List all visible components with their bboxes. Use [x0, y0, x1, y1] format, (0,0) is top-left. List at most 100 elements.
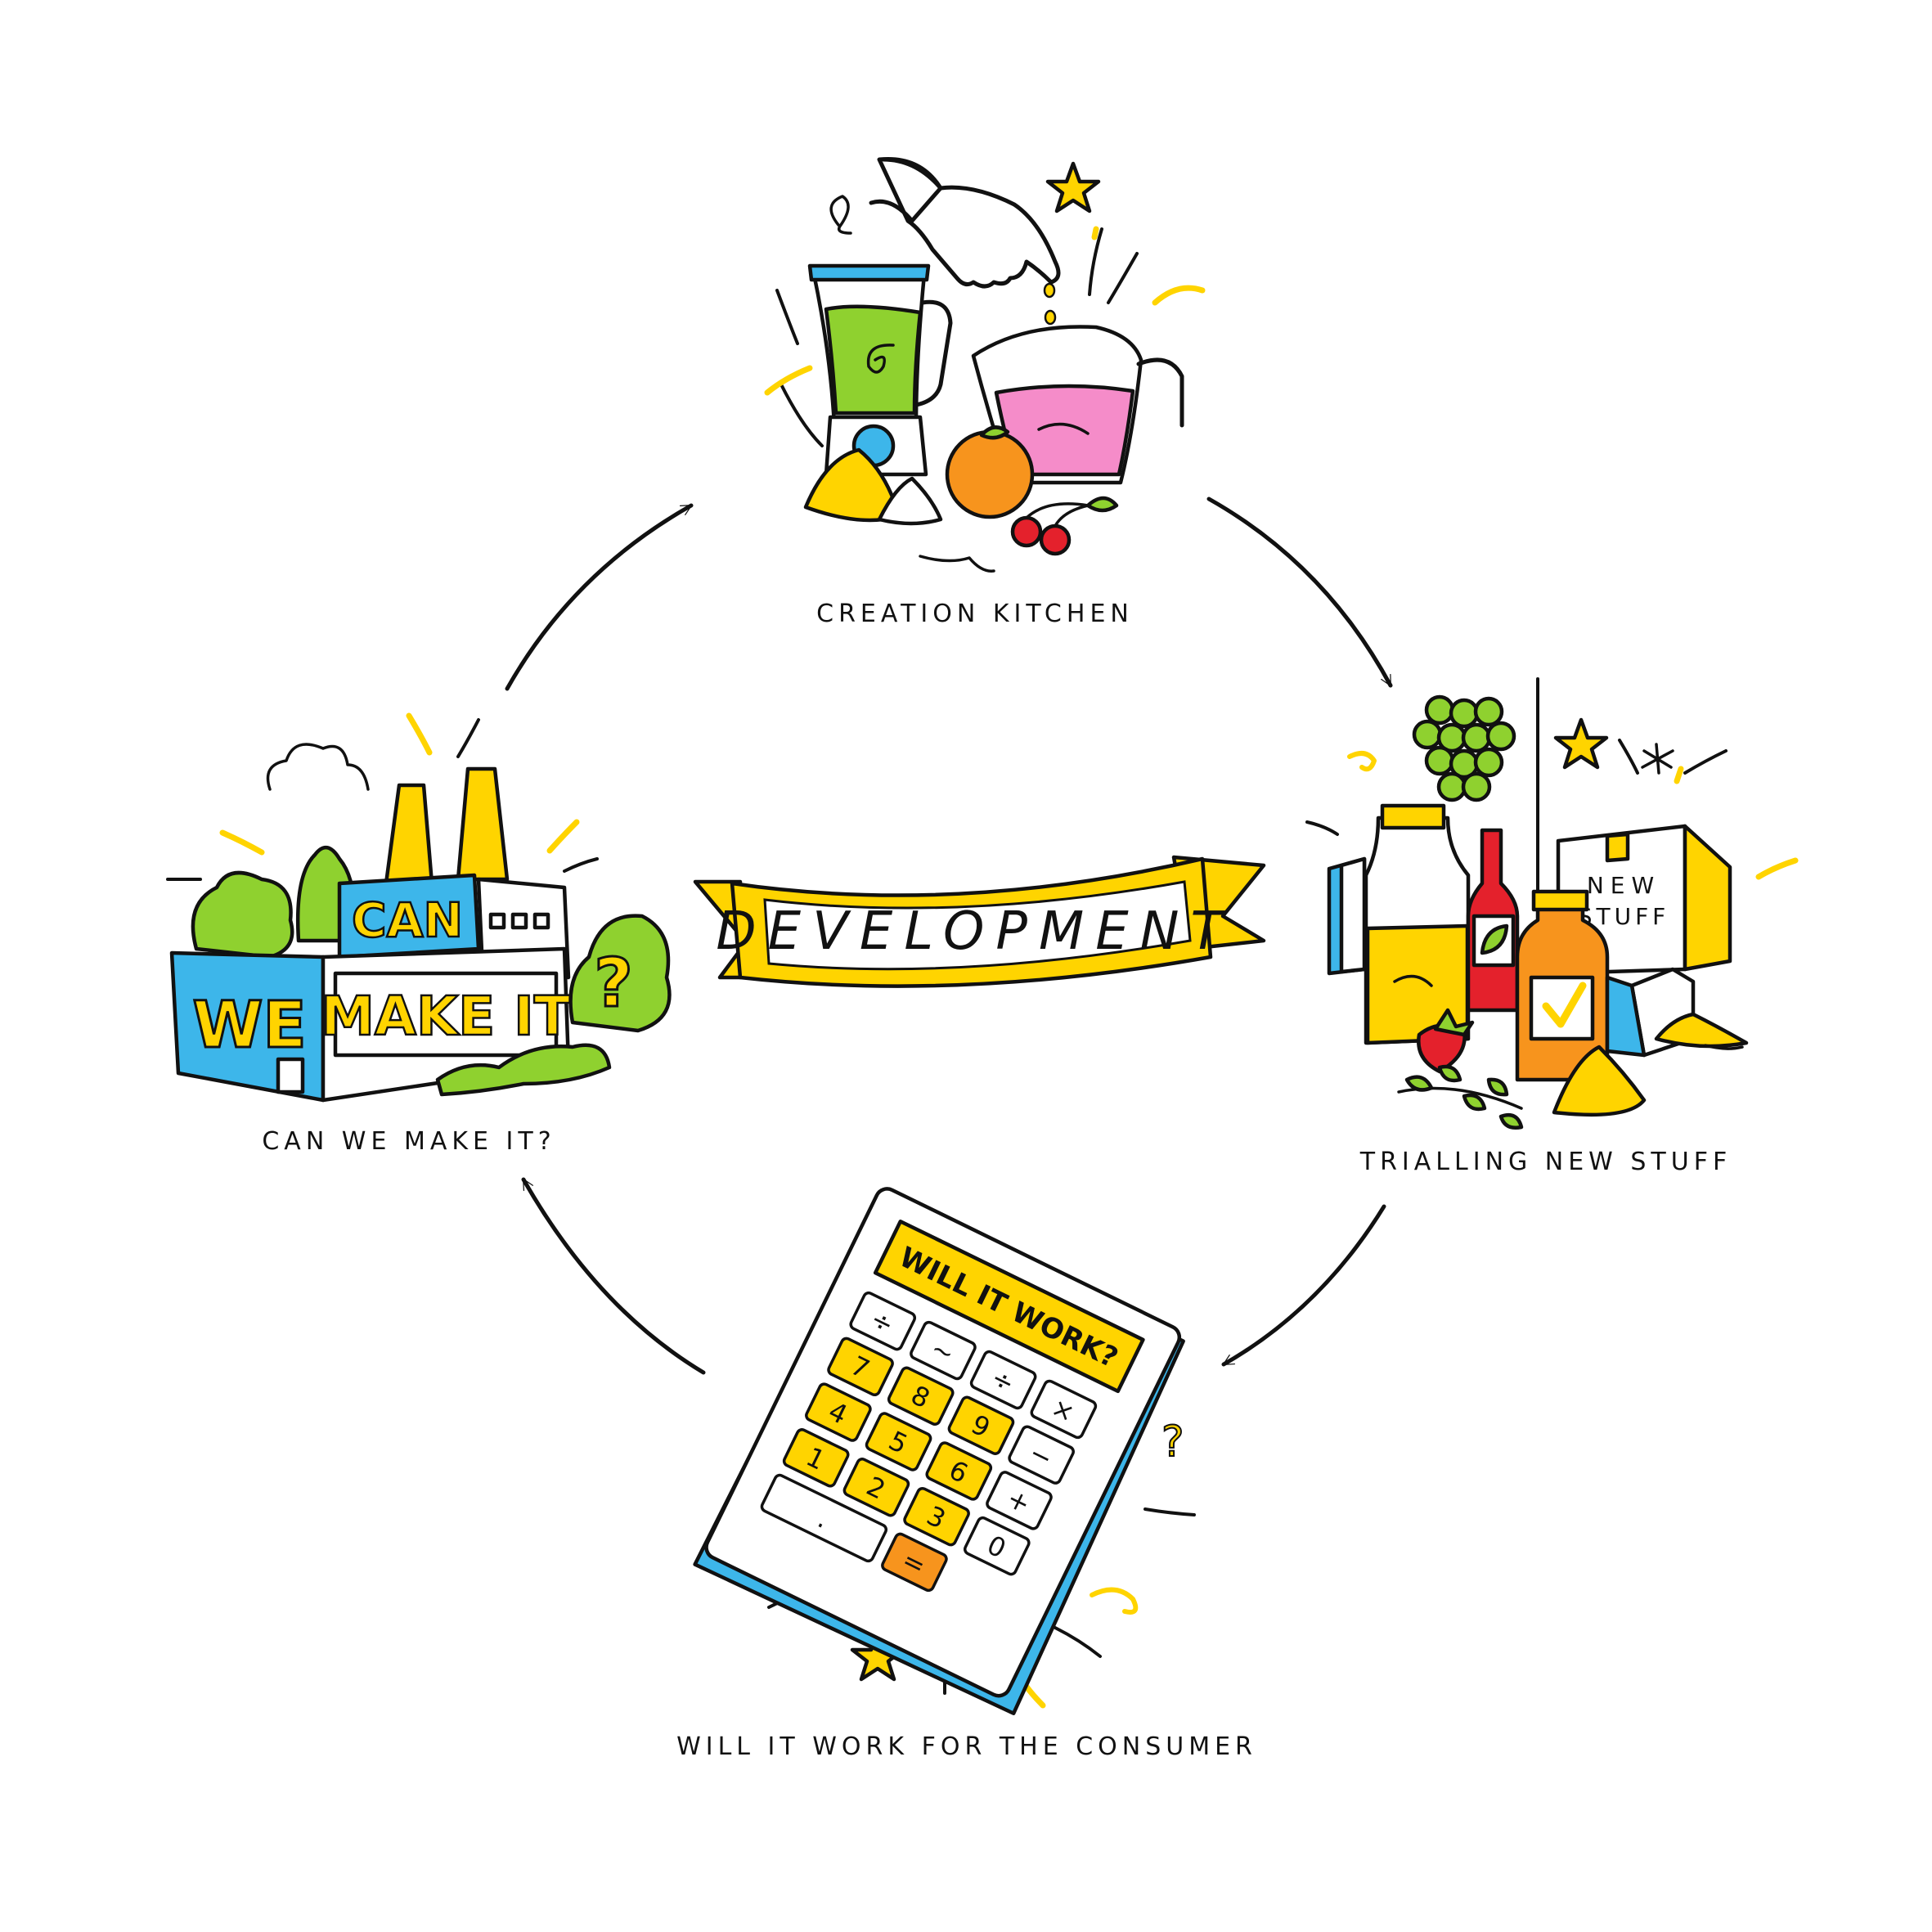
label-leaf-icon [1480, 923, 1509, 955]
cherry-leaf [1085, 496, 1119, 513]
calculator-key [881, 1532, 948, 1593]
trialling-new-stuff-illustration: NEW STUFF TRIALLING NEW STUFF [1305, 677, 1799, 1176]
calculator-key [865, 1412, 932, 1471]
make-it-panel [333, 971, 559, 1058]
factory-door [276, 1057, 305, 1094]
chimney [384, 783, 434, 886]
calculator-key [760, 1473, 888, 1563]
box-tape [1605, 832, 1630, 863]
decor-squiggle [829, 195, 852, 235]
factory-text-can: CAN [352, 892, 463, 948]
shirt-cuff [869, 157, 943, 223]
box-side [1683, 824, 1732, 972]
stage-label-can-we-make-it: CAN WE MAKE IT? [262, 1127, 555, 1156]
orange-leaf [979, 425, 1010, 440]
blender-liquid [824, 304, 923, 416]
cycle-arrows [505, 496, 1393, 1375]
creation-kitchen-illustration: CREATION KITCHEN [764, 156, 1206, 628]
tree [191, 870, 294, 959]
arrow-kitchen-to-trial [1206, 496, 1393, 688]
calculator-key [827, 1337, 894, 1397]
calculator-key [947, 1395, 1015, 1455]
can-we-make-it-illustration: CAN WE MAKE IT ? CAN WE MAKE IT? [166, 712, 672, 1156]
powder-pile [803, 447, 896, 523]
cherry [1010, 515, 1043, 548]
decor-ray [219, 829, 265, 856]
banner-inner-panel [763, 880, 1192, 971]
decor-ray [1618, 739, 1639, 775]
carton-blue-side [1605, 975, 1647, 1058]
decor-ray [764, 365, 813, 396]
calculator-key [969, 1350, 1037, 1410]
arrow-calculator-to-factory [521, 1177, 706, 1375]
arrow-trial-to-calculator [1221, 1204, 1386, 1367]
calculator-screen [873, 1219, 1145, 1394]
factory-roof-edge [170, 947, 566, 959]
powder-pile-white [877, 476, 943, 526]
asterisk-icon [1641, 743, 1674, 775]
calculator-key [782, 1428, 850, 1488]
factory-can-sign [337, 873, 481, 959]
orange-fruit [945, 429, 1035, 519]
juice-liquid [1365, 923, 1470, 1045]
calculator-key [963, 1516, 1031, 1576]
bottle-cork [1380, 803, 1446, 830]
decor-ray [456, 718, 480, 758]
blender-lid [807, 263, 931, 282]
powder-pile [1654, 1012, 1749, 1049]
decor-ray [1143, 1507, 1196, 1516]
question-mark-icon: ? [594, 945, 633, 1022]
decor-ray [780, 383, 824, 447]
herb-stem [1397, 1086, 1523, 1110]
calculator-key [805, 1382, 872, 1442]
star-icon [1045, 161, 1101, 213]
ground-line [1704, 1044, 1744, 1050]
calculator-key [1008, 1425, 1075, 1485]
calculator-key [849, 1291, 917, 1351]
stage-label-creation-kitchen: CREATION KITCHEN [816, 600, 1134, 628]
decor-ray [775, 289, 799, 345]
calculator-key [986, 1471, 1053, 1530]
grapes [1412, 694, 1516, 802]
herb-leaves [1404, 1064, 1524, 1130]
decor-ray [406, 712, 433, 756]
juice-ripple [1393, 974, 1433, 987]
jar-lid [1531, 889, 1589, 912]
decor-ray [1152, 285, 1206, 306]
pointing-hand [877, 156, 1061, 289]
ground-line [919, 555, 995, 573]
powder-pile [1552, 1045, 1647, 1117]
stage-label-trialling-new-stuff: TRIALLING NEW STUFF [1359, 1148, 1732, 1176]
box-text-new: NEW [1587, 872, 1660, 899]
calculator-key [842, 1458, 910, 1517]
question-mark-icon: ? [1161, 1418, 1184, 1467]
star-icon [1553, 717, 1609, 770]
carton-face [1339, 856, 1367, 974]
blender-handle [914, 299, 953, 407]
calculator-key [1030, 1379, 1098, 1440]
arrow-factory-to-kitchen [505, 503, 694, 691]
cherry-stem [1025, 502, 1090, 528]
factory-text-we: WE [192, 989, 306, 1063]
calculator-key [925, 1441, 993, 1501]
blender-swirl [866, 344, 895, 374]
check-icon [1542, 982, 1587, 1028]
decor-ray [1674, 766, 1684, 784]
cherry [1039, 523, 1072, 556]
stage-label-will-it-work: WILL IT WORK FOR THE CONSUMER [676, 1732, 1257, 1761]
decor-squiggle [1090, 1587, 1139, 1615]
chimney [456, 766, 510, 882]
jug-handle [1136, 357, 1184, 428]
decor-ray [1305, 820, 1339, 836]
decor-ray [1091, 226, 1099, 240]
strawberry-leaves [1433, 1008, 1475, 1037]
shrub [435, 1043, 612, 1097]
factory-windows [488, 912, 550, 930]
decor-ray [1683, 749, 1728, 775]
decor-squiggle [1347, 751, 1377, 772]
calculator-key [910, 1320, 977, 1381]
decor-ray [1088, 227, 1103, 296]
